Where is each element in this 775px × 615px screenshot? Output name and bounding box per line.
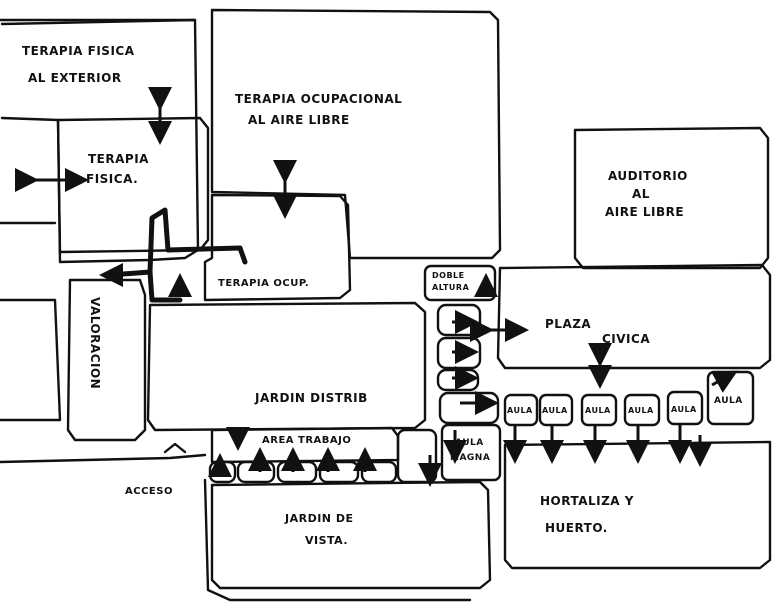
label-jardin-vista-2: VISTA. xyxy=(305,534,348,547)
zone-plaza-civica xyxy=(498,265,770,368)
zone-left-dashed xyxy=(0,300,60,420)
label-aula-6: AULA xyxy=(714,396,743,406)
zone-jardin-distrib xyxy=(148,303,425,430)
label-auditorio-1: AUDITORIO xyxy=(608,169,688,183)
zone-terapia-ocupacional-aire-libre xyxy=(212,10,500,258)
acceso-chevron xyxy=(165,444,185,452)
workshop-4 xyxy=(320,462,358,482)
label-terapia-fisica-2: FISICA. xyxy=(86,172,138,186)
label-aula-3: AULA xyxy=(585,406,611,415)
zone-jardin-vista xyxy=(212,482,490,588)
workshop-5 xyxy=(362,462,396,482)
room-stack-3 xyxy=(438,370,478,390)
label-aula-4: AULA xyxy=(628,406,654,415)
label-jardin-distrib: JARDIN DISTRIB xyxy=(254,391,368,405)
room-stack-1 xyxy=(438,305,480,335)
road-line xyxy=(0,455,205,462)
zone-valoracion xyxy=(68,280,145,440)
label-aula-magna-1: AULA xyxy=(455,438,484,448)
label-terapia-fisica-exterior-1: TERAPIA FISICA xyxy=(22,44,135,58)
workshop-1 xyxy=(210,462,235,482)
label-doble-altura-1: DOBLE xyxy=(432,271,465,280)
zone-auditorio xyxy=(575,128,768,268)
label-terapia-fisica-exterior-2: AL EXTERIOR xyxy=(28,71,122,85)
label-aula-1: AULA xyxy=(507,406,533,415)
label-auditorio-3: AIRE LIBRE xyxy=(605,205,684,219)
label-jardin-vista-1: JARDIN DE xyxy=(284,512,353,525)
label-hortaliza-1: HORTALIZA Y xyxy=(540,494,634,508)
label-aula-magna-2: MAGNA xyxy=(450,453,490,463)
label-auditorio-2: AL xyxy=(632,187,650,201)
workshop-3 xyxy=(278,462,316,482)
label-aula-2: AULA xyxy=(542,406,568,415)
label-plaza-civica-1: PLAZA xyxy=(545,317,591,331)
label-hortaliza-2: HUERTO. xyxy=(545,521,608,535)
label-valoracion: VALORACION xyxy=(88,297,102,389)
label-terapia-ocupacional-aire-1: TERAPIA OCUPACIONAL xyxy=(235,92,402,106)
label-terapia-fisica-1: TERAPIA xyxy=(88,152,149,166)
label-aula-5: AULA xyxy=(671,405,697,414)
label-plaza-civica-2: CIVICA xyxy=(602,332,650,346)
label-terapia-ocupacional-aire-2: AL AIRE LIBRE xyxy=(248,113,350,127)
label-acceso: ACCESO xyxy=(125,486,173,497)
label-terapia-ocup: TERAPIA OCUP. xyxy=(218,278,309,289)
label-doble-altura-2: ALTURA xyxy=(432,283,470,292)
workshop-2 xyxy=(238,462,274,482)
room-stack-4 xyxy=(440,393,498,423)
label-area-trabajo: AREA TRABAJO xyxy=(262,435,351,446)
